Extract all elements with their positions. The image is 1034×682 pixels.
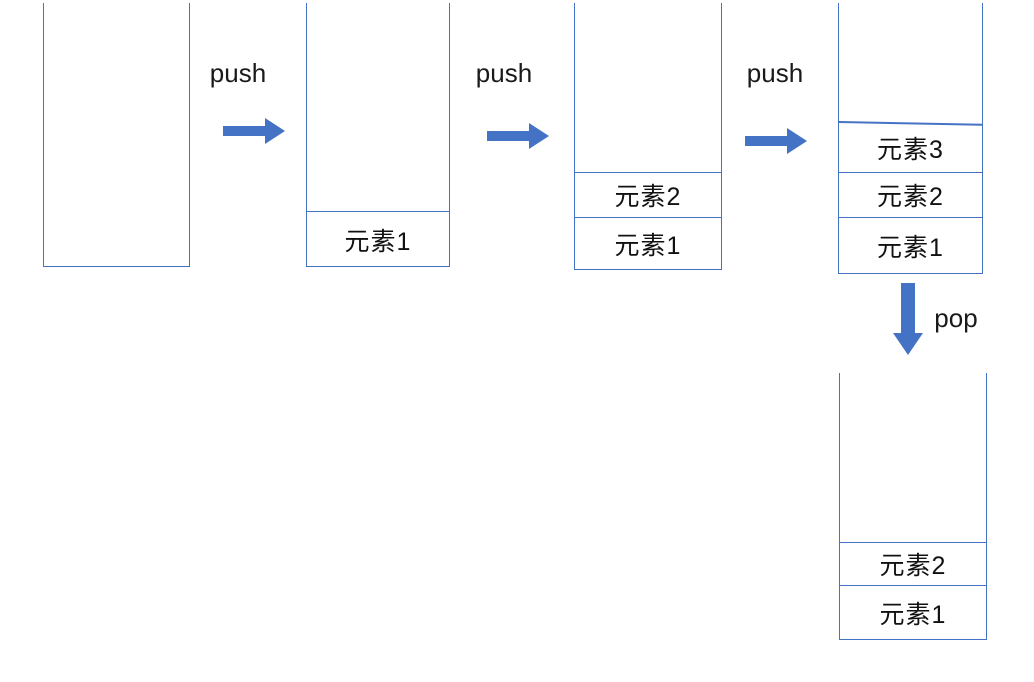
push-arrow-3-icon [745, 128, 807, 154]
pop-label: pop [934, 303, 978, 333]
stack-item: 元素2 [840, 542, 986, 585]
stack-item: 元素1 [839, 217, 982, 274]
stack-after-first-push: 元素1 [306, 3, 450, 267]
stack-initial-empty [43, 3, 190, 267]
push-label-3: push [746, 58, 804, 88]
stack-after-pop: 元素2 元素1 [839, 373, 987, 640]
push-arrow-2-icon [487, 123, 549, 149]
stack-after-third-push: 元素3 元素2 元素1 [838, 3, 983, 274]
push-label-1: push [209, 58, 267, 88]
stack-item: 元素3 [877, 135, 944, 164]
stack-after-second-push: 元素2 元素1 [574, 3, 722, 270]
stack-item: 元素1 [575, 217, 721, 270]
push-arrow-1-icon [223, 118, 285, 144]
stack-item: 元素2 [575, 172, 721, 217]
stack-item: 元素1 [840, 585, 986, 640]
push-label-2: push [475, 58, 533, 88]
stack-item: 元素2 [839, 172, 982, 217]
stack-item: 元素1 [307, 211, 449, 267]
pop-arrow-icon [893, 283, 923, 355]
